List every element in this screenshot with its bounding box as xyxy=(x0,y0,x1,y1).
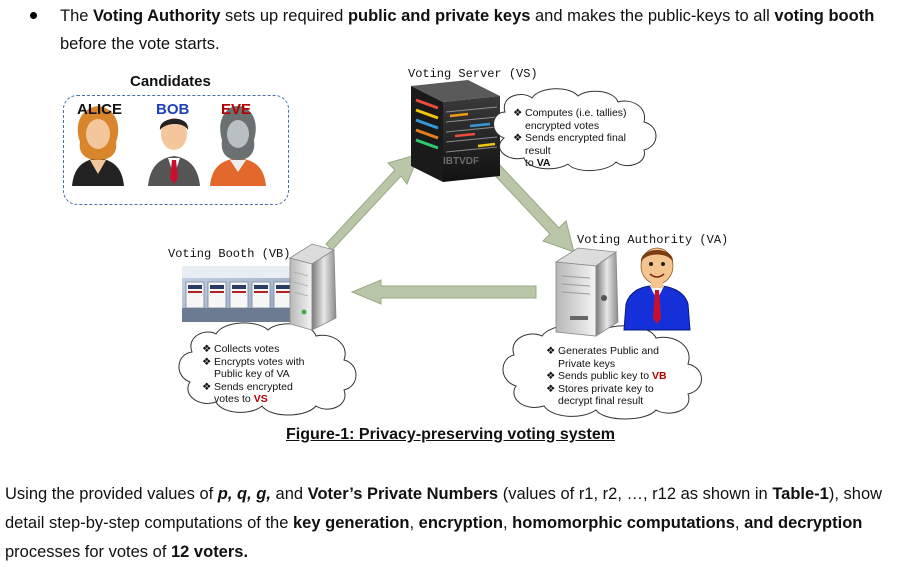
candidates-title: Candidates xyxy=(130,73,211,90)
vs-cloud xyxy=(493,88,657,171)
para-text-4: ), show detail step-by-step computations… xyxy=(5,485,883,532)
vs-cloud-text: ❖Computes (i.e. tallies) encrypted votes… xyxy=(513,107,643,170)
para-pqg: p, q, g, xyxy=(217,485,271,503)
intro-bold-2: public and private keys xyxy=(347,7,531,25)
figure-caption: Figure-1: Privacy-preserving voting syst… xyxy=(286,426,615,443)
candidate-eve: EVE xyxy=(221,101,252,118)
vs-title: Voting Server (VS) xyxy=(408,67,538,81)
vs-item-1: Computes (i.e. tallies) xyxy=(525,107,627,119)
arrow-vb-to-vs xyxy=(325,153,420,251)
vb-item-2: Encrypts votes with xyxy=(214,355,305,368)
vs-item-3: Sends encrypted final result xyxy=(525,132,626,157)
candidates-box xyxy=(63,95,289,205)
candidate-bob: BOB xyxy=(156,101,190,118)
vs-item-4: to xyxy=(525,157,537,169)
va-item-vb: VB xyxy=(651,370,667,382)
para-text-2: and xyxy=(270,485,308,503)
arrow-va-to-vb xyxy=(350,279,537,305)
arrow-vs-to-va xyxy=(487,161,575,253)
vs-item-va: VA xyxy=(536,157,551,169)
va-item-1: Generates Public and xyxy=(558,345,659,357)
candidate-alice: ALICE xyxy=(77,101,122,118)
server-rack-icon: IBTVDF xyxy=(411,80,500,182)
vb-title: Voting Booth (VB) xyxy=(168,247,291,261)
para-text-8: processes for votes of xyxy=(5,543,171,561)
intro-bullet: The Voting Authority sets up required pu… xyxy=(30,2,910,58)
rack-label: IBTVDF xyxy=(443,156,479,167)
para-bold-3: key generation xyxy=(293,514,410,532)
para-text-7: , xyxy=(734,514,745,532)
vb-cloud xyxy=(178,322,357,416)
vb-tower-icon xyxy=(289,243,337,331)
bob-avatar xyxy=(148,118,200,186)
para-bold-7: 12 voters. xyxy=(171,543,249,561)
vs-item-2: encrypted votes xyxy=(525,119,600,132)
intro-bold-1: Voting Authority xyxy=(93,7,221,25)
va-item-5: decrypt final result xyxy=(558,395,644,407)
va-title: Voting Authority (VA) xyxy=(577,233,729,247)
voting-booth-photo xyxy=(182,266,300,322)
bullet-dot xyxy=(30,12,37,19)
para-text-1: Using the provided values of xyxy=(5,485,218,503)
intro-text-2: sets up required xyxy=(220,7,348,25)
alice-avatar xyxy=(72,106,124,186)
va-item-2: Private keys xyxy=(558,357,616,370)
vb-item-3: Public key of VA xyxy=(214,368,290,380)
intro-text-4: before the vote starts. xyxy=(60,35,220,53)
para-bold-6: and decryption xyxy=(744,514,863,532)
va-tower-icon xyxy=(554,247,619,337)
para-bold-5: homomorphic computations xyxy=(512,514,735,532)
para-bold-2: Table-1 xyxy=(772,485,829,503)
va-cloud-text: ❖Generates Public and Private keys ❖Send… xyxy=(546,345,667,407)
va-person-icon xyxy=(623,247,691,331)
para-bold-1: Voter’s Private Numbers xyxy=(307,485,499,503)
vb-item-1: Collects votes xyxy=(214,343,280,355)
vb-cloud-text: ❖Collects votes ❖Encrypts votes with Pub… xyxy=(202,343,305,405)
instructions-paragraph: Using the provided values of p, q, g, an… xyxy=(5,480,915,567)
va-item-4: Stores private key to xyxy=(558,382,654,395)
para-text-6: , xyxy=(503,514,513,532)
va-item-3: Sends public key to xyxy=(558,370,652,382)
vb-item-4: Sends encrypted xyxy=(214,380,293,393)
intro-text-3: and makes the public-keys to all xyxy=(530,7,775,25)
para-text-5: , xyxy=(409,514,419,532)
eve-avatar xyxy=(210,106,266,186)
vb-item-5: votes to xyxy=(214,393,254,405)
intro-bold-3: voting booth xyxy=(774,7,875,25)
para-text-3: (values of r1, r2, …, r12 as shown in xyxy=(498,485,773,503)
intro-text-1: The xyxy=(60,7,94,25)
intro-text: The Voting Authority sets up required pu… xyxy=(60,2,910,58)
vb-item-vs: VS xyxy=(253,393,268,405)
para-bold-4: encryption xyxy=(418,514,503,532)
